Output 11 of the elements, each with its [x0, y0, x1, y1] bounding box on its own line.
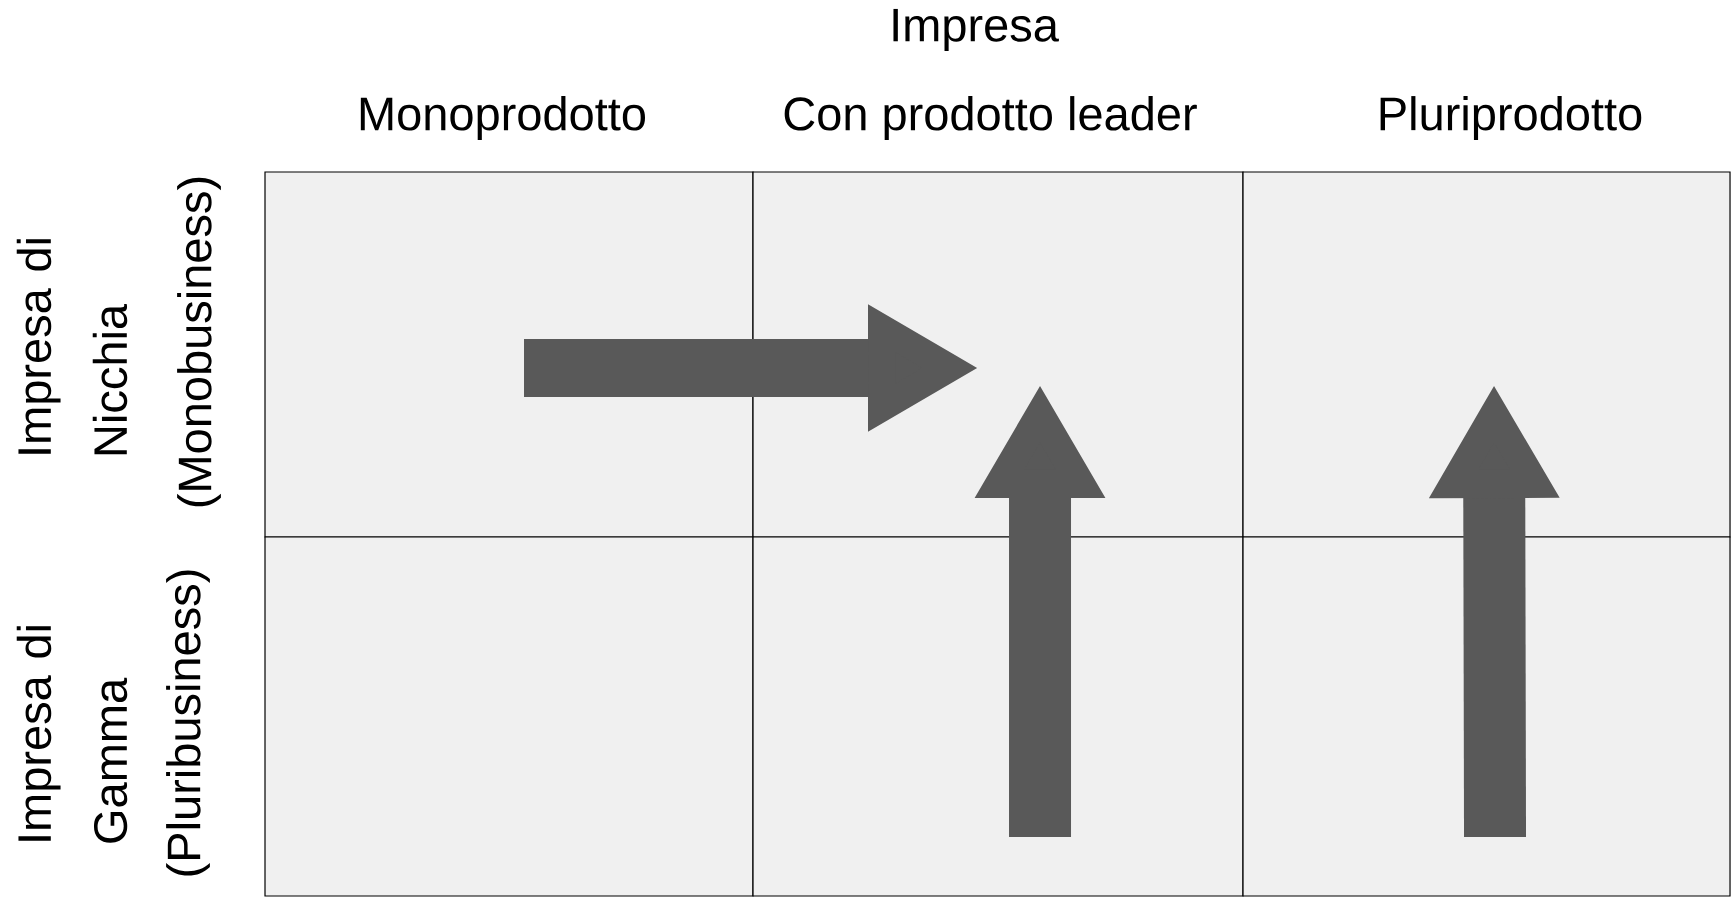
row-header: Impresa di Nicchia: [16, 239, 128, 455]
grid-cell: [264, 171, 754, 538]
row-header: Impresa di Gamma: [16, 626, 128, 843]
heading: Impresa: [893, 8, 1059, 52]
row-subheader: (Monobusiness): [177, 177, 221, 507]
grid-cell: [1242, 171, 1731, 538]
column-header: Monoprodotto: [360, 96, 645, 140]
grid-cell: [264, 536, 754, 897]
row-subheader: (Pluribusiness): [166, 570, 210, 876]
column-header: Con prodotto leader: [784, 96, 1197, 140]
column-header: Pluriprodotto: [1380, 96, 1642, 140]
